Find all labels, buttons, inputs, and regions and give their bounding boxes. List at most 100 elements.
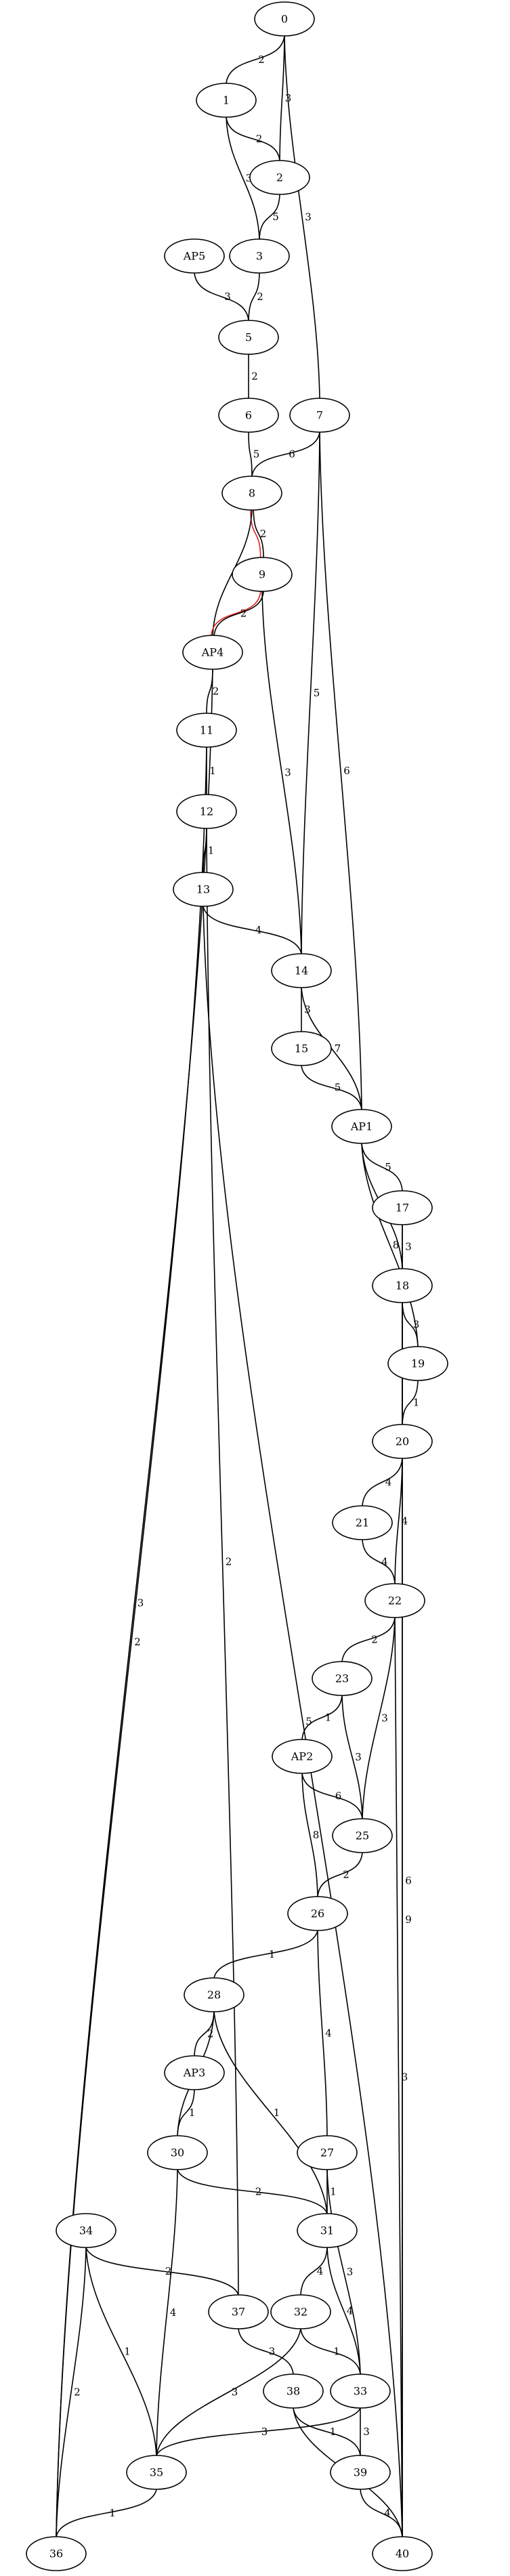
node-14: 14 [271,953,332,988]
edge-weight-26-28: 1 [269,1948,276,1960]
edge-weight-18-19: 3 [413,1319,420,1331]
edge-37-38 [238,2328,294,2375]
edge-weight-12-37: 2 [226,1556,232,1568]
edge-weight-5-6: 2 [251,371,258,383]
node-6: 6 [218,398,279,433]
node-ellipse [297,2213,358,2248]
node-AP4: AP4 [182,635,243,670]
node-label: 27 [320,2147,334,2159]
node-label: 8 [249,487,255,500]
node-ellipse [331,1109,392,1144]
node-label: AP3 [183,2067,206,2079]
edge-21-22 [362,1539,396,1584]
node-13: 13 [173,872,234,907]
node-ellipse [196,83,257,118]
edge-weight-8-9: 2 [260,528,267,540]
node-ellipse [164,2055,225,2090]
node-39: 39 [330,2455,391,2490]
edge-0-1 [226,35,285,84]
node-ellipse [164,238,225,274]
node-30: 30 [147,2135,208,2170]
edge-3-5 [248,272,260,321]
node-label: 17 [396,1202,409,1215]
node-label: 7 [316,409,323,422]
node-7: 7 [289,398,350,433]
edge-15-AP1 [301,1065,362,1110]
node-9: 9 [232,557,293,592]
edge-weight-0-2: 3 [285,92,292,104]
edge-weight-AP5-5: 3 [224,291,231,303]
node-label: 26 [311,1907,324,1920]
node-label: 38 [286,2385,300,2398]
edge-33-35 [156,2407,361,2456]
node-AP2: AP2 [272,1739,333,1774]
edge-weight-22-40: 3 [402,2071,408,2084]
edge-weight-14-15: 3 [304,1004,311,1016]
edge-weight-7-8: 6 [289,448,295,461]
edge-weight-28-31: 1 [274,2107,280,2119]
node-ellipse [312,1661,373,1696]
edge-AP5-5 [194,272,249,321]
edge-weight-31-33: 4 [347,2305,354,2317]
node-label: 33 [354,2385,367,2398]
edge-AP2-26 [301,1773,318,1897]
edge-23-AP2 [301,1695,343,1740]
node-label: 36 [49,2548,63,2560]
edge-39-40 [360,2489,403,2537]
node-ellipse [330,2373,391,2409]
edge-weight-6-8: 5 [253,448,260,461]
edge-weight-1-3: 3 [246,172,253,184]
node-AP3: AP3 [164,2055,225,2090]
node-17: 17 [372,1190,433,1225]
node-ellipse [176,794,237,829]
node-ellipse [332,1818,393,1853]
edge-38-39 [293,2407,361,2456]
edge-weight-39-40: 4 [384,2507,391,2519]
node-label: 25 [356,1830,369,1842]
edge-0-7 [284,35,320,399]
edge-6-8 [248,431,253,477]
node-36: 36 [26,2536,87,2571]
edge-20-21 [362,1458,403,1506]
node-label: 5 [245,331,252,344]
node-ellipse [173,872,234,907]
edge-weight-11-12: 1 [209,765,216,777]
edge-1-3 [226,117,260,240]
edge-23-25 [341,1695,363,1819]
edge-weight-38-39: 1 [330,2426,337,2438]
node-ellipse [147,2135,208,2170]
edge-weight-25-26: 2 [343,1869,349,1881]
node-ellipse [126,2455,187,2490]
node-label: 30 [171,2147,184,2159]
edge-AP1-19 [361,1143,419,1347]
edge-weight-34-35: 1 [124,2346,131,2358]
edge-7-14 [301,431,320,954]
node-label: 9 [259,568,265,581]
edge-30-35 [156,2169,178,2456]
edge-weight-30-31: 2 [255,2186,262,2198]
node-27: 27 [297,2135,358,2170]
edge-weight-35-36: 1 [109,2507,116,2519]
node-ellipse [221,476,282,511]
node-ellipse [387,1346,448,1381]
node-15: 15 [271,1031,332,1066]
node-11: 11 [176,713,237,748]
node-ellipse [330,2455,391,2490]
node-2: 2 [249,160,310,195]
node-label: 0 [281,13,288,26]
edge-weight-15-AP1: 5 [335,1082,341,1094]
edge-weight-28-AP3: 2 [207,2028,214,2040]
node-label: 14 [295,965,308,977]
node-label: AP2 [291,1750,314,1763]
node-ellipse [372,2536,433,2571]
node-ellipse [372,1424,433,1459]
edge-weight-11-36: 2 [134,1636,141,1648]
node-label: 12 [200,805,213,818]
node-ellipse [364,1583,425,1618]
edge-weight-AP3-30: 1 [189,2107,196,2119]
node-label: 13 [196,883,210,896]
node-3: 3 [229,238,290,274]
node-label: 3 [256,250,263,263]
edge-weight-21-22: 4 [381,1556,388,1568]
